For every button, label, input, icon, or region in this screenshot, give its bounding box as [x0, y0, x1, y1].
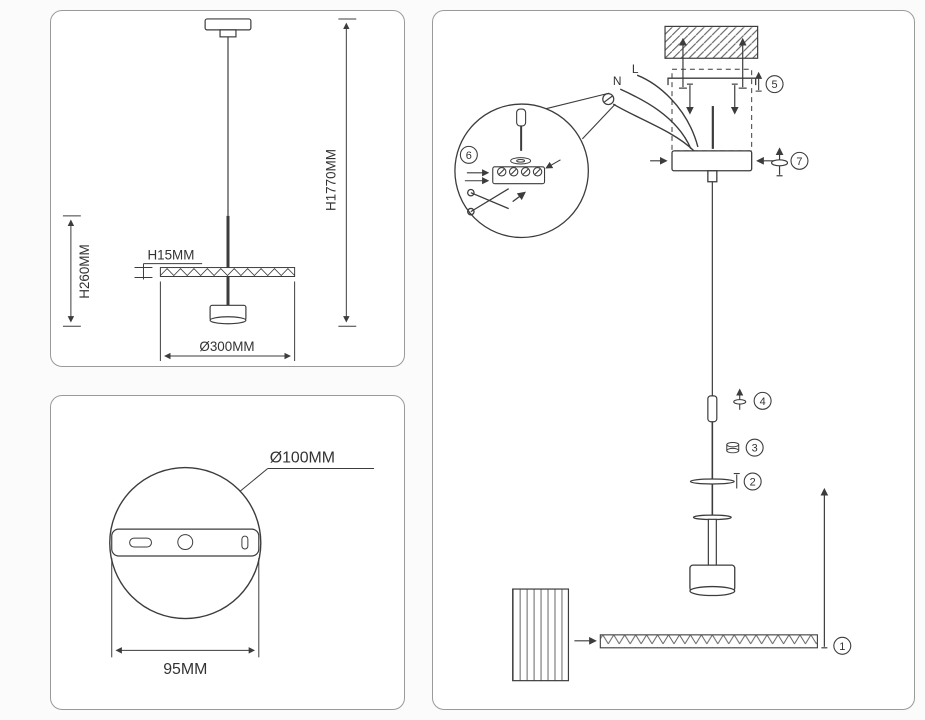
magnifier-callout-lines [544, 92, 616, 140]
disc-diameter-label: Ø300MM [199, 339, 254, 354]
lamp-body-assembly [689, 514, 736, 597]
wire-connector [707, 395, 718, 423]
dimension-disc-thickness [134, 263, 203, 280]
overall-height-label: H1770MM [323, 149, 338, 211]
panel-ceiling-plate: Ø100MM 95MM [50, 395, 405, 710]
ring-screw-icon [733, 472, 740, 489]
panel-installation-steps: 5 N L [432, 10, 915, 710]
step-4-number: 4 [760, 396, 766, 408]
screw-up-icon [755, 71, 763, 92]
wire-neutral-label: N [613, 74, 622, 88]
canopy-screws-down [686, 83, 739, 149]
washer-icon [510, 157, 532, 165]
step-4-badge: 4 [753, 391, 772, 410]
step-7-badge: 7 [790, 151, 809, 170]
canopy-shape [204, 18, 252, 31]
plate-diameter-leader [239, 468, 375, 492]
step-6-number: 6 [466, 150, 472, 162]
installation-drawing: 5 N L [454, 25, 852, 682]
fixture-height-label: H260MM [77, 244, 92, 298]
light-head [209, 304, 247, 325]
dimension-disc-diameter [159, 281, 296, 362]
canopy-assembly [671, 150, 753, 183]
mounting-bar [111, 528, 260, 557]
ceiling-section [664, 25, 759, 89]
step-1-badge: 1 [833, 636, 852, 655]
step-7-number: 7 [796, 156, 802, 168]
panel-lamp-dimensions: H1770MM H260MM H15MM Ø300M [50, 10, 405, 367]
hole-spacing-label: 95MM [163, 661, 207, 678]
locking-screw-icon [770, 147, 789, 177]
wire-live-label: L [632, 62, 639, 76]
crystal-disc-flat [599, 634, 818, 649]
pendant-lamp-side-view [159, 18, 296, 325]
center-hole [177, 534, 194, 551]
canopy-neck [219, 29, 237, 38]
ceiling-plate-drawing: Ø100MM 95MM [109, 450, 375, 678]
anchor-screws [678, 37, 747, 89]
mounting-slot-right [241, 535, 249, 550]
step-5-badge: 5 [765, 75, 784, 94]
mounting-bracket [667, 77, 757, 86]
dimension-hole-spacing [111, 557, 260, 658]
connector-nut-icon [733, 388, 747, 410]
terminal-block-icon [492, 166, 546, 185]
magnifier-contents [464, 108, 561, 216]
wire-stripper-icon [467, 188, 526, 216]
step-2-badge: 2 [743, 472, 762, 491]
crystal-pack [512, 588, 570, 682]
dimension-overall-height [338, 18, 357, 327]
dimension-fixture-height [62, 215, 81, 327]
step-3-badge: 3 [745, 438, 764, 457]
step-1-number: 1 [839, 641, 845, 653]
shade-ring [689, 478, 735, 485]
lock-nut-icon [726, 441, 740, 454]
ground-screw-icon [602, 93, 615, 106]
step-6-badge: 6 [459, 145, 478, 164]
ceiling-plate-top-view [109, 466, 262, 620]
mounting-slot-left [129, 537, 152, 548]
wire-insert-arrows [464, 159, 561, 185]
step-5-number: 5 [772, 79, 778, 91]
screwdriver-icon [516, 108, 527, 151]
step-2-number: 2 [750, 476, 756, 488]
lamp-dimension-drawing: H1770MM H260MM H15MM Ø300M [62, 18, 357, 362]
step-3-number: 3 [752, 443, 758, 455]
ceiling-hatch [664, 25, 759, 59]
disc-thickness-label: H15MM [147, 248, 194, 263]
plate-diameter-label: Ø100MM [270, 450, 335, 467]
crystal-disc [159, 267, 296, 277]
supply-wires [612, 74, 699, 152]
slide-up-arrow [820, 487, 829, 649]
